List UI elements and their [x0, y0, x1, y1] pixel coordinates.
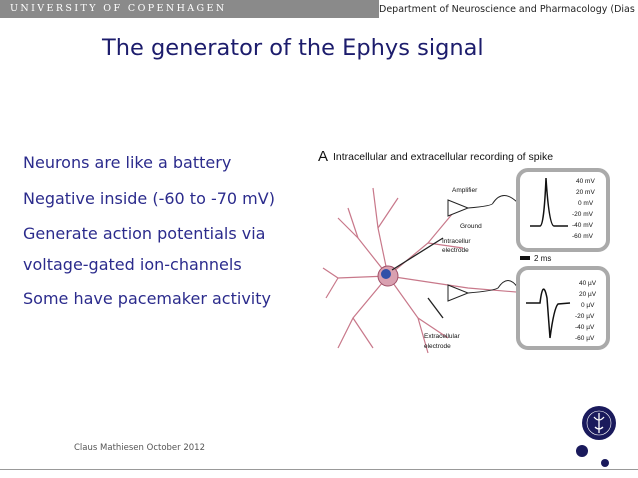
intracellular-spike	[530, 177, 568, 227]
university-seal-icon	[576, 406, 616, 467]
neuron-diagram: Amplifier Ground Intracellur electrode E…	[322, 168, 610, 354]
footer-author: Claus Mathiesen October 2012	[74, 443, 205, 453]
label-time-scale: 2 ms	[534, 254, 551, 263]
bullet-item: voltage-gated ion-channels	[23, 255, 242, 274]
label-ground: Ground	[460, 223, 482, 230]
label-extracellular-2: electrode	[424, 343, 451, 350]
intra-tick: -20 mV	[572, 211, 594, 218]
footer-divider	[0, 469, 638, 470]
wire-top	[467, 195, 519, 209]
wire-bottom	[467, 280, 519, 294]
nucleus	[381, 269, 391, 279]
label-intracellular: Intracellur	[442, 238, 471, 245]
intra-tick: -40 mV	[572, 222, 594, 229]
figure-label: A	[318, 148, 329, 165]
extra-tick: 20 µV	[579, 291, 597, 298]
intra-tick: -60 mV	[572, 233, 594, 240]
dendrites	[322, 187, 529, 354]
amplifier-bottom	[447, 284, 470, 302]
label-extracellular: Extracellular	[424, 333, 461, 340]
bullet-item: Negative inside (-60 to -70 mV)	[23, 189, 275, 208]
amplifier-top	[447, 199, 470, 217]
extra-tick: -40 µV	[575, 324, 595, 331]
label-amplifier: Amplifier	[452, 187, 478, 194]
label-intracellular-2: electrode	[442, 247, 469, 254]
extra-tick: -20 µV	[575, 313, 595, 320]
intracellular-electrode	[391, 237, 444, 271]
figure-caption: Intracellular and extracellular recordin…	[333, 151, 554, 163]
extracellular-spike	[526, 288, 571, 339]
scale-bar	[520, 256, 530, 260]
extra-tick: 40 µV	[579, 280, 597, 287]
department-label: Department of Neuroscience and Pharmacol…	[379, 0, 638, 18]
bullet-item: Generate action potentials via	[23, 224, 266, 243]
intra-tick: 0 mV	[578, 200, 594, 207]
extracellular-trace-panel	[516, 266, 610, 350]
department-text: Department of Neuroscience and Pharmacol…	[379, 4, 638, 15]
bullet-item: Some have pacemaker activity	[23, 289, 271, 308]
extra-tick: 0 µV	[581, 302, 595, 309]
intracellular-trace-panel	[516, 168, 610, 252]
spike-recording-figure: A Intracellular and extracellular record…	[318, 148, 618, 360]
intra-tick: 20 mV	[576, 189, 595, 196]
bullet-item: Neurons are like a battery	[23, 153, 232, 172]
slide-title: The generator of the Ephys signal	[102, 35, 484, 61]
intra-tick: 40 mV	[576, 178, 595, 185]
extracellular-electrode	[427, 297, 444, 319]
extra-tick: -60 µV	[575, 335, 595, 342]
university-name: UNIVERSITY OF COPENHAGEN	[10, 3, 227, 14]
